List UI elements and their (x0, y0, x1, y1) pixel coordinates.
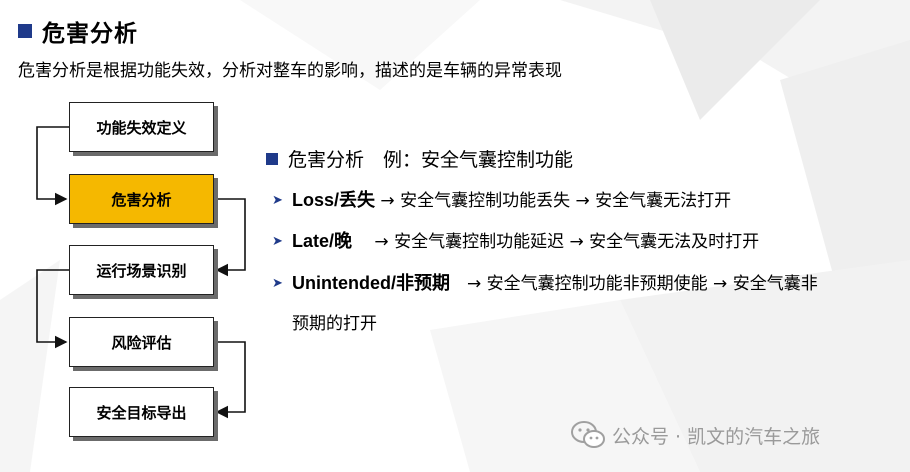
page-title: 危害分析 (42, 21, 138, 47)
arrow-bullet-icon: ➤ (272, 234, 283, 249)
bullet-continuation: 预期的打开 (292, 314, 377, 334)
arrow-bullet-icon: ➤ (272, 193, 283, 208)
arrow-bullet-icon: ➤ (272, 276, 283, 291)
flow-step-scenario-identification: 运行场景识别 (69, 245, 214, 295)
bullet-keyword: Late/晚 (292, 231, 353, 251)
bullet-text: → 安全气囊控制功能丢失 → 安全气囊无法打开 (375, 191, 732, 211)
title-bullet-square (18, 24, 32, 38)
flow-step-risk-assessment: 风险评估 (69, 317, 214, 367)
flow-step-hazard-analysis: 危害分析 (69, 174, 214, 224)
watermark-text: 公众号 · 凯文的汽车之旅 (612, 425, 821, 448)
bullet-keyword: Unintended/非预期 (292, 273, 450, 293)
bullet-text: → 安全气囊控制功能非预期使能 → 安全气囊非 (450, 274, 818, 294)
section-heading: 危害分析 例：安全气囊控制功能 (288, 149, 574, 171)
bullet-keyword: Loss/丢失 (292, 190, 376, 210)
section-bullet-square (266, 152, 278, 165)
bullet-late: ➤ Late/晚 → 安全气囊控制功能延迟 → 安全气囊无法及时打开 (272, 228, 902, 255)
title-row: 危害分析 (18, 14, 138, 48)
bullet-text: → 安全气囊控制功能延迟 → 安全气囊无法及时打开 (352, 232, 760, 252)
subtitle: 危害分析是根据功能失效，分析对整车的影响，描述的是车辆的异常表现 (18, 61, 562, 81)
bullet-unintended: ➤ Unintended/非预期 → 安全气囊控制功能非预期使能 → 安全气囊非 (272, 270, 902, 297)
wechat-icon (571, 421, 605, 448)
section-heading-row: 危害分析 例：安全气囊控制功能 (266, 145, 573, 172)
flow-step-function-failure: 功能失效定义 (69, 102, 214, 152)
flow-step-safety-goal: 安全目标导出 (69, 387, 214, 437)
bullet-loss: ➤ Loss/丢失 → 安全气囊控制功能丢失 → 安全气囊无法打开 (272, 187, 902, 214)
watermark: 公众号 · 凯文的汽车之旅 (570, 420, 820, 450)
